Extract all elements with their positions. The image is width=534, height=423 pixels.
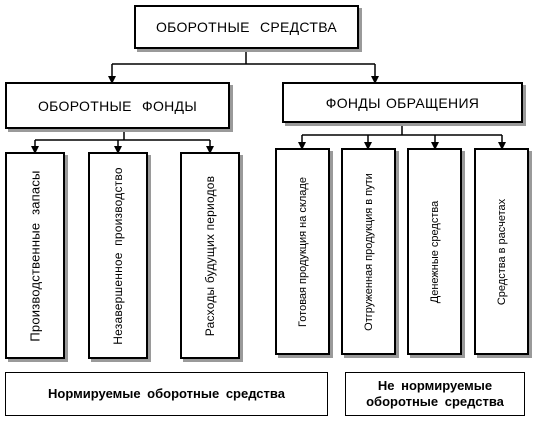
item-production-stocks-label: Производственные запасы: [27, 169, 43, 342]
normed-label: Нормируемые оборотные средства: [48, 386, 285, 401]
circulation-funds-label: ФОНДЫ ОБРАЩЕНИЯ: [325, 94, 480, 111]
item-deferred-expenses: Расходы будущих периодов: [180, 152, 240, 359]
item-shipped-goods-label: Отгруженная продукция в пути: [362, 172, 375, 331]
non-normed-box: Не нормируемые оборотные средства: [345, 372, 525, 416]
item-work-in-progress-label: Незавершенное производство: [111, 166, 125, 345]
item-finished-goods: Готовая продукция на складе: [275, 148, 330, 355]
item-deferred-expenses-label: Расходы будущих периодов: [203, 175, 217, 336]
item-finished-goods-label: Готовая продукция на складе: [296, 176, 309, 327]
operating-funds-box: ОБОРОТНЫЕ ФОНДЫ: [5, 82, 230, 129]
item-production-stocks: Производственные запасы: [5, 152, 65, 359]
root-box: ОБОРОТНЫЕ СРЕДСТВА: [134, 5, 359, 49]
non-normed-label-line2: оборотные средства: [366, 394, 504, 409]
root-label: ОБОРОТНЫЕ СРЕДСТВА: [155, 19, 338, 35]
operating-funds-label: ОБОРОТНЫЕ ФОНДЫ: [37, 97, 198, 114]
item-receivables: Средства в расчетах: [474, 148, 529, 355]
normed-box: Нормируемые оборотные средства: [5, 372, 328, 416]
item-cash: Денежные средства: [407, 148, 462, 355]
non-normed-label-line1: Не нормируемые: [377, 378, 493, 393]
item-work-in-progress: Незавершенное производство: [88, 152, 148, 359]
circulation-funds-box: ФОНДЫ ОБРАЩЕНИЯ: [282, 82, 523, 123]
item-receivables-label: Средства в расчетах: [495, 198, 508, 305]
item-cash-label: Денежные средства: [428, 200, 441, 303]
item-shipped-goods: Отгруженная продукция в пути: [341, 148, 396, 355]
